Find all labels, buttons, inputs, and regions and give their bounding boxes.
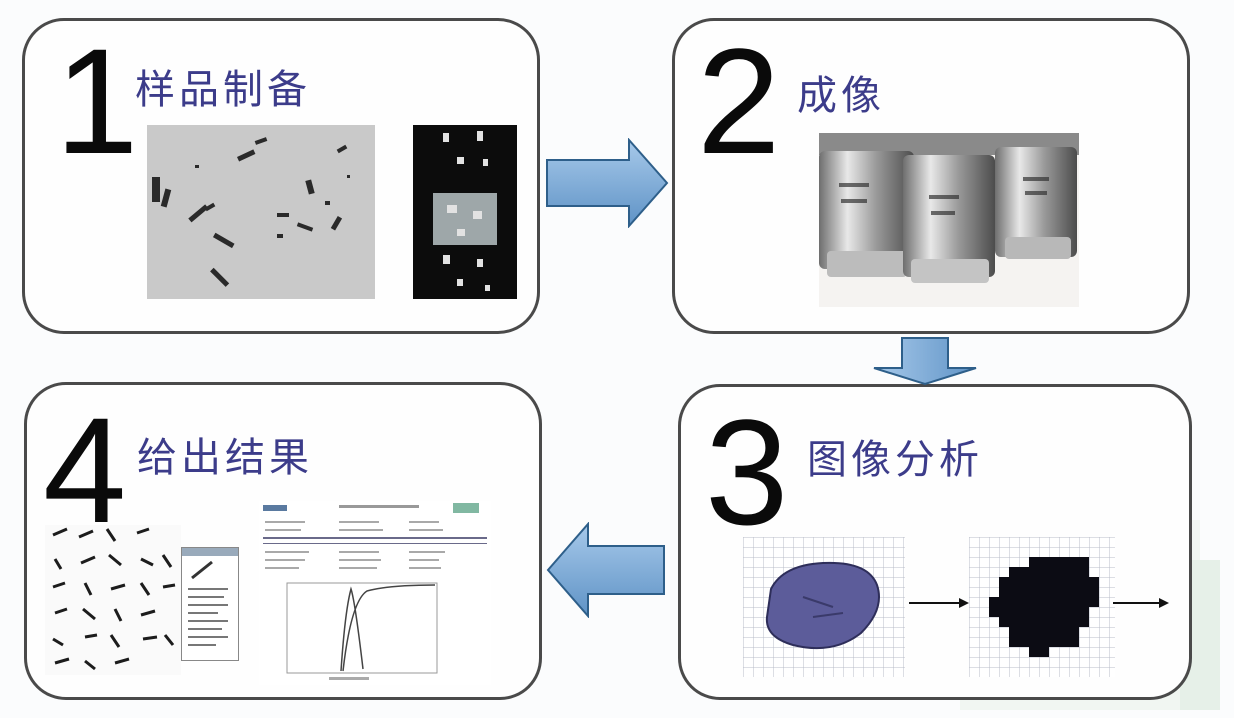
arrow-right-icon: [546, 138, 669, 228]
analysis-report-image: [259, 501, 491, 685]
step-1-number: 1: [55, 17, 139, 185]
particle-detail-image: [181, 547, 239, 661]
arrow-left-icon: [546, 522, 665, 618]
sample-particles-photo: [147, 125, 375, 299]
step-1-title: 样品制备: [135, 67, 311, 113]
step-2-title: 成像: [797, 73, 885, 119]
process-arrow-icon: [909, 598, 969, 608]
step-4-number: 4: [43, 386, 127, 554]
step-3-number: 3: [705, 388, 789, 556]
step-4-title: 给出结果: [137, 435, 313, 481]
step-2-panel: 2 成像: [672, 18, 1190, 334]
particle-gallery-image: [45, 525, 181, 675]
binary-grid-image: [969, 537, 1115, 677]
microscope-objectives-photo: [819, 133, 1079, 307]
step-3-title: 图像分析: [807, 437, 983, 483]
sample-cell-photo: [413, 125, 517, 299]
step-4-panel: 4 给出结果: [24, 382, 542, 700]
step-2-number: 2: [697, 17, 781, 185]
step-1-panel: 1 样品制备: [22, 18, 540, 334]
arrow-down-icon: [873, 337, 977, 386]
process-arrow-icon: [1113, 598, 1169, 608]
particle-grid-image: [743, 537, 905, 677]
step-3-panel: 3 图像分析: [678, 384, 1192, 700]
